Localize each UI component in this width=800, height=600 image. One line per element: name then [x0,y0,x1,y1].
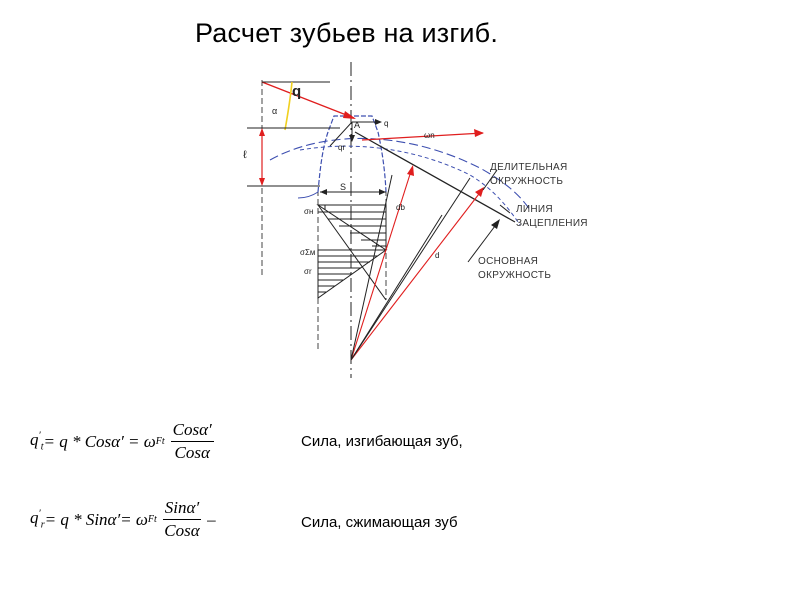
formula-lhs: q′r [30,508,45,531]
formula-numerator: Cosα′ [170,420,214,442]
line-of-action-note-line1: ЛИНИЯ [516,204,553,215]
radius-line-db [350,174,393,361]
formula-tail: – [207,509,216,529]
base-circle [299,145,521,226]
force-line-to-tip [329,121,353,147]
formula-denominator: Cosα [174,443,210,462]
page-title: Расчет зубьев на изгиб. [195,18,499,48]
tangential-q-label: q [384,119,388,128]
pitch-circle [269,137,531,211]
tooth-fillet-left [297,191,319,199]
load-q-arrowhead [343,111,356,119]
line-of-action-leader [499,204,511,214]
compressive-force-description: Сила, сжимающая зуб [301,514,458,531]
line-of-action-note-line2: ЗАЦЕПЛЕНИЯ [516,218,588,229]
formula-denominator: Cosα [164,521,200,540]
sigma-n-label: σн [304,207,313,216]
base-circle-radius-line [350,177,471,361]
base-radius-line [350,167,413,361]
formula-lhs: q′t [30,430,44,453]
base-circle-note-line2: ОКРУЖНОСТЬ [478,270,551,281]
stress-diagram [316,204,388,301]
load-q-label: q [292,83,301,100]
base-circle-leader [467,221,499,263]
load-q-arrow [261,81,355,119]
gear-tooth-diagram: q α A q qr ωn ℓ S σн σΣм σr db d ДЕЛИТЕЛ… [243,62,588,378]
formula-fraction: Cosα′ Cosα [170,420,214,463]
width-arrowhead-left [320,189,327,195]
point-a-label: A [354,120,360,130]
bending-force-description: Сила, изгибающая зуб, [301,433,463,450]
base-circle-leader-arrowhead [491,219,500,229]
normal-force-arrow [361,132,484,141]
width-arrowhead-right [379,189,386,195]
radius-line-d [350,214,443,361]
d-label: d [435,251,439,260]
width-s-label: S [340,182,346,192]
formula-omega-subscript: Ft [155,436,165,447]
height-l-label: ℓ [243,149,247,161]
pitch-radius-arrowhead [475,187,484,197]
pitch-circle-note-line1: ДЕЛИТЕЛЬНАЯ [490,162,568,173]
sigma-r-label: σr [304,267,312,276]
formula-omega-subscript: Ft [147,514,157,525]
height-arrowhead-bottom [259,178,265,186]
pitch-radius-line [350,189,483,361]
normal-force-arrowhead [474,129,484,137]
tangential-load-arrowhead [375,119,382,125]
height-arrowhead-top [259,128,265,136]
formula-equation: = q * Sinα′= ω [44,509,148,529]
line-of-action [354,131,516,223]
sigma-sum-label: σΣм [300,248,315,257]
formula-equation: = q * Cosα′ = ω [43,431,156,451]
base-circle-note-line1: ОСНОВНАЯ [478,256,538,267]
radial-load-arrowhead [349,135,355,142]
base-radius-arrowhead [407,165,414,176]
pitch-circle-leader [482,169,498,191]
alpha-arc [284,81,293,131]
omega-label: ωn [424,131,435,140]
tooth-profile [317,115,387,193]
compressive-force-formula: q′r = q * Sinα′= ω Ft Sinα′ Cosα – [30,498,216,541]
formula-fraction: Sinα′ Cosα [162,498,202,541]
radial-q-label: qr [338,143,345,152]
formula-numerator: Sinα′ [162,498,202,520]
db-label: db [396,203,405,212]
alpha-label: α [272,106,277,116]
bending-force-formula: q′t = q * Cosα′ = ω Ft Cosα′ Cosα [30,420,220,463]
pitch-circle-note-line2: ОКРУЖНОСТЬ [490,176,563,187]
